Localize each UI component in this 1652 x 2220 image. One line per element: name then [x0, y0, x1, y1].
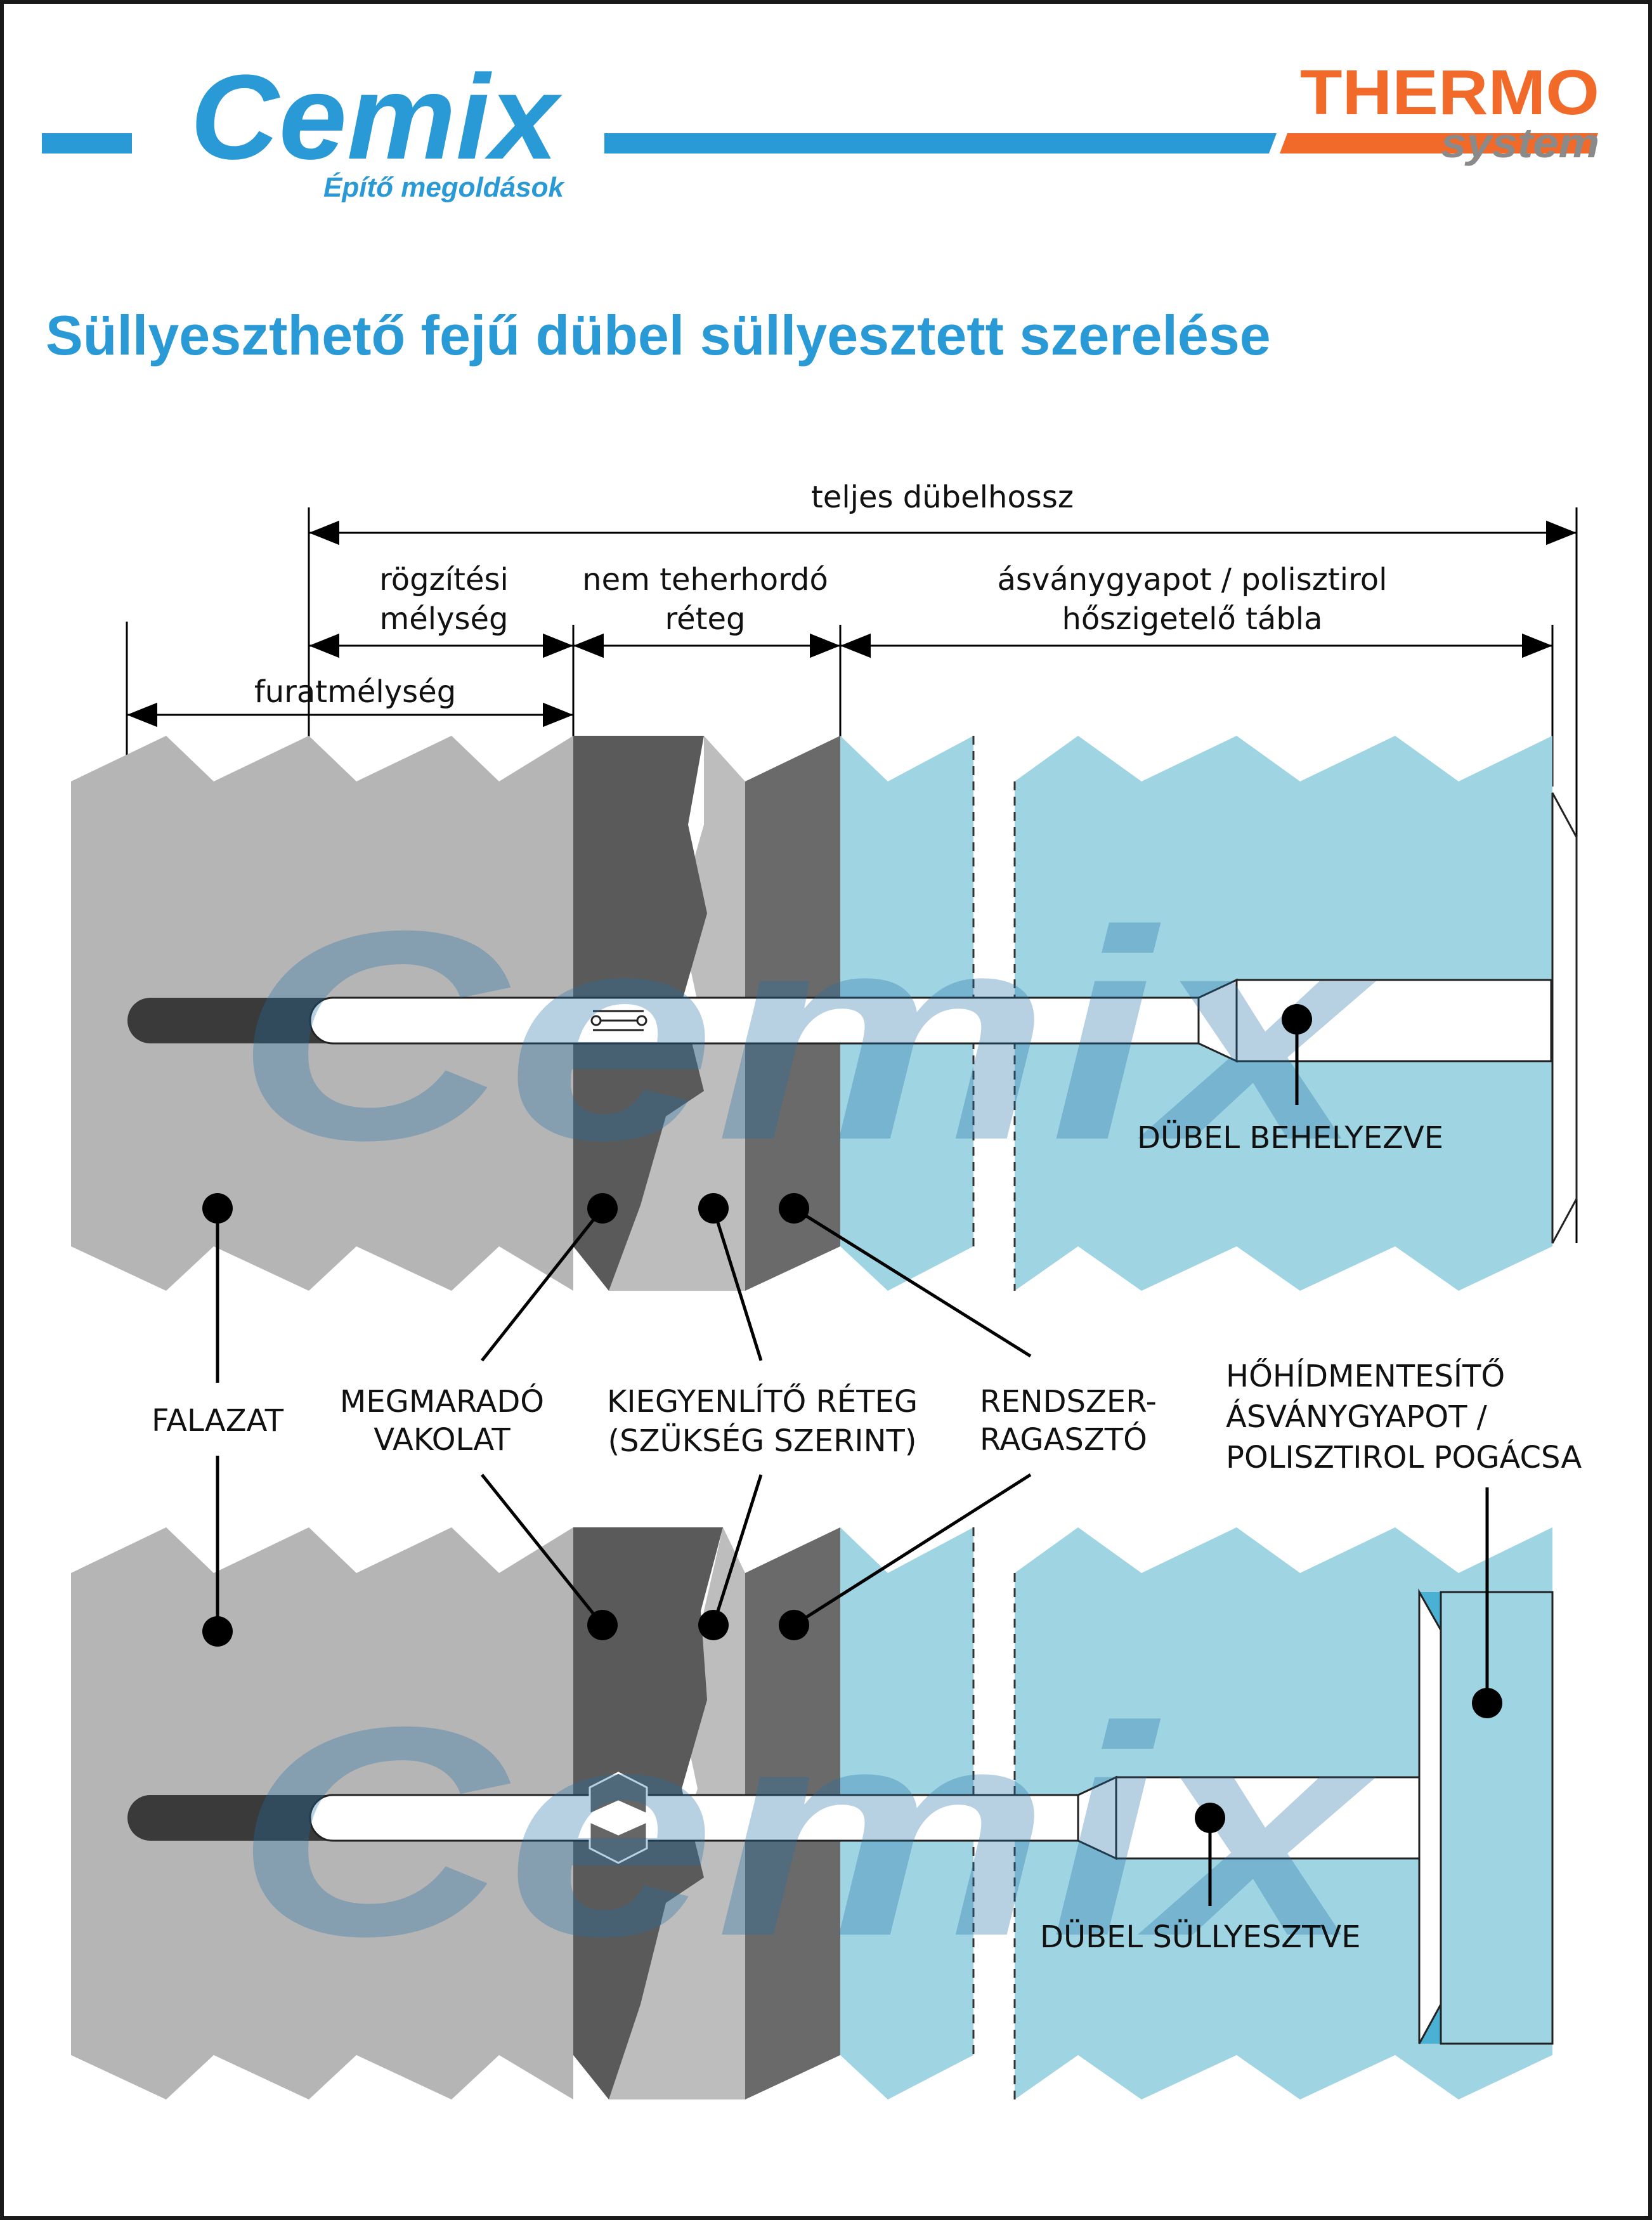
leader-plaster-bottom — [481, 1473, 604, 1626]
label-dowel-countersunk: DÜBEL SÜLLYESZTVE — [1040, 1919, 1361, 1955]
insulation-board-label-line1: ásványgyapot / polisztirol — [998, 562, 1388, 597]
dowel-head-bottom — [1115, 1776, 1421, 1860]
dot-leveling-bottom — [698, 1610, 729, 1640]
dowel-shank-bottom — [309, 1794, 1079, 1842]
leader-adhesive-top — [793, 1206, 1032, 1358]
leader-leveling-top — [712, 1208, 763, 1361]
header: Cemix Építő megoldások THERMO system — [42, 50, 1599, 203]
label-dowel-inserted: DÜBEL BEHELYEZVE — [1137, 1120, 1443, 1156]
anchoring-depth-label-line1: rögzítési — [379, 562, 509, 597]
total-length-label: teljes dübelhossz — [811, 480, 1074, 515]
dowel-countersunk — [127, 1772, 1421, 1864]
dot-plaster-bottom — [587, 1610, 618, 1640]
label-plaster-line1: MEGMARADÓ — [340, 1383, 544, 1420]
leveling-layer-top — [609, 736, 745, 1291]
dot-dowel-countersunk — [1195, 1803, 1225, 1833]
label-leveling-line2: (SZÜKSÉG SZERINT) — [608, 1423, 916, 1459]
header-bar-right — [604, 133, 1277, 153]
page-title: Süllyeszthető fejű dübel süllyesztett sz… — [46, 304, 1271, 367]
dimension-texts: teljes dübelhossz rögzítési mélység nem … — [254, 480, 1388, 710]
dowel-tip-bottom — [127, 1795, 330, 1841]
header-bar-left — [42, 133, 132, 153]
leader-plaster-top — [481, 1207, 604, 1362]
label-cap-line2: ÁSVÁNYGYAPOT / — [1226, 1399, 1488, 1435]
dot-dowel-inserted — [1282, 1004, 1312, 1035]
thermo-system-logo: THERMO system — [1300, 57, 1599, 166]
dot-leveling-top — [698, 1193, 729, 1224]
dot-adhesive-bottom — [779, 1610, 809, 1640]
label-plaster-line2: VAKOLAT — [374, 1422, 511, 1458]
label-leveling-line1: KIEGYENLÍTŐ RÉTEG — [607, 1383, 918, 1420]
dot-adhesive-top — [779, 1193, 809, 1224]
system-text: system — [1441, 119, 1599, 166]
plate-countersunk — [1418, 1588, 1442, 2044]
cemix-logo: Cemix Építő megoldások — [190, 50, 565, 203]
dowel-shank-top — [309, 996, 1200, 1045]
watermark-bottom: Cemix — [235, 1665, 1377, 1998]
dot-masonry-bottom — [202, 1616, 233, 1647]
callout-labels: FALAZAT MEGMARADÓ VAKOLAT KIEGYENLÍTŐ RÉ… — [152, 1120, 1582, 1955]
non-load-layer-label-line1: nem teherhordó — [582, 562, 828, 597]
label-cap-line3: POLISZTIROL POGÁCSA — [1226, 1439, 1582, 1475]
non-load-layer-label-line2: réteg — [665, 601, 745, 637]
insulation-cap — [1440, 1591, 1554, 2045]
leveling-layer-bottom — [609, 1527, 745, 2099]
thermo-text: THERMO — [1300, 57, 1599, 128]
bottom-assembly — [71, 1527, 1554, 2099]
dot-masonry-top — [202, 1193, 233, 1224]
watermark-top: Cemix — [235, 869, 1377, 1202]
marker-dots — [202, 1004, 1502, 1833]
leader-adhesive-bottom — [793, 1473, 1032, 1627]
dot-plaster-top — [587, 1193, 618, 1224]
dot-cap — [1472, 1688, 1502, 1718]
leader-lines — [216, 1019, 1489, 1906]
plate-edge-top — [1551, 792, 1578, 1244]
dowel-tip-top — [127, 998, 330, 1043]
label-adhesive-line2: RAGASZTÓ — [980, 1421, 1147, 1458]
leader-leveling-bottom — [712, 1474, 763, 1626]
anchoring-depth-label-line2: mélység — [379, 601, 508, 637]
cemix-tagline: Építő megoldások — [323, 171, 565, 203]
header-bar-orange — [1280, 133, 1598, 153]
label-adhesive-line1: RENDSZER- — [980, 1384, 1157, 1420]
drill-depth-label: furatmélység — [254, 674, 456, 710]
label-masonry: FALAZAT — [152, 1403, 284, 1439]
cemix-logo-text: Cemix — [190, 50, 563, 185]
insulation-board-label-line2: hőszigetelő tábla — [1062, 601, 1322, 637]
expanded-zone-icon-bottom — [589, 1772, 648, 1864]
expansion-zone-icon-top — [590, 1010, 647, 1031]
label-cap-line1: HŐHÍDMENTESÍTŐ — [1226, 1358, 1505, 1394]
